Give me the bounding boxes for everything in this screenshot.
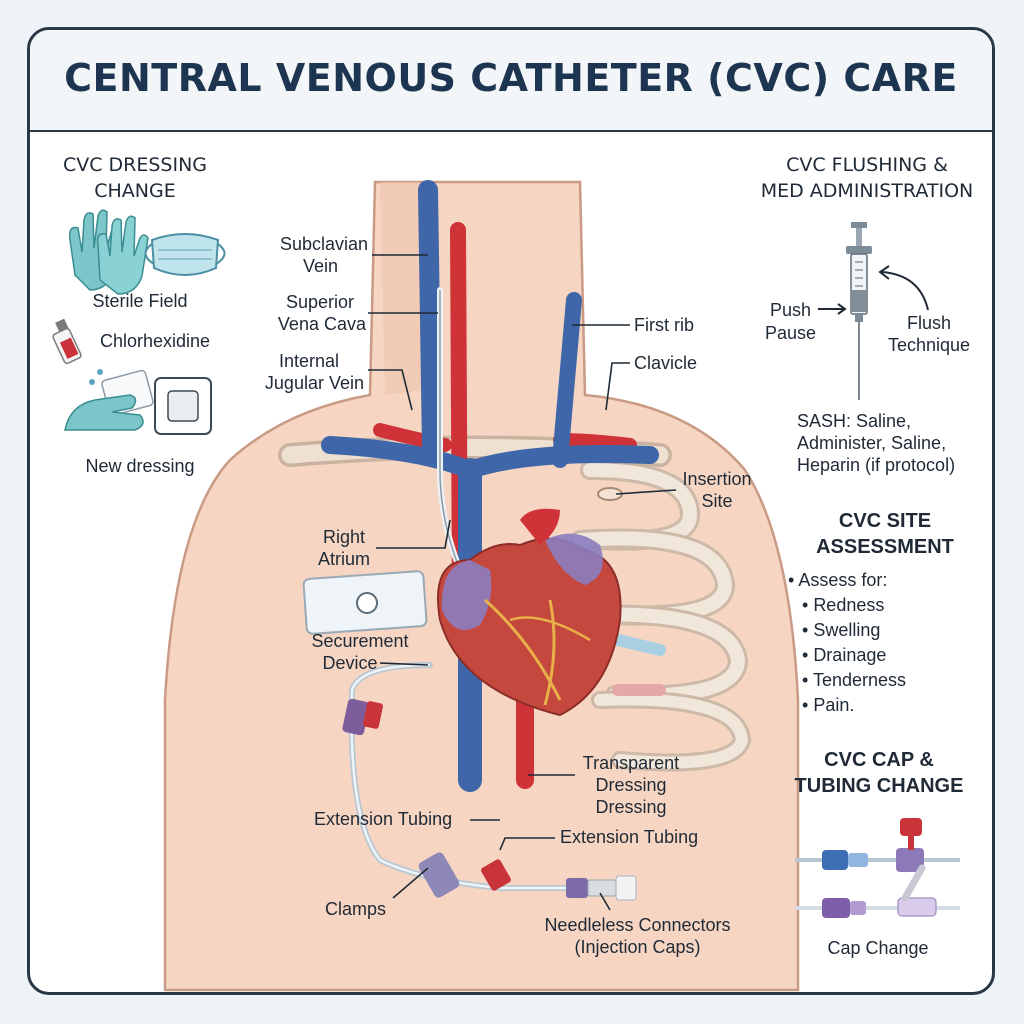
sterile-field-label: Sterile Field xyxy=(92,291,188,311)
assessment-item-redness: Redness xyxy=(788,593,906,618)
internal-jugular-vein-label: Internal Jugular Vein xyxy=(236,350,364,394)
assessment-list: Assess for: Redness Swelling Drainage Te… xyxy=(788,568,906,718)
gloves-icon xyxy=(68,209,149,295)
heart xyxy=(437,508,622,717)
right-atrium-label-line2: Atrium xyxy=(317,549,370,569)
subclavian-vein-label-line2: Vein xyxy=(302,256,338,276)
flushing-heading-line2: MED ADMINISTRATION xyxy=(760,180,974,202)
applying-dressing-icon xyxy=(64,369,154,431)
clamp-left xyxy=(342,698,370,736)
extension-tubing-label-right: Extension Tubing xyxy=(560,827,699,847)
title-band: CENTRAL VENOUS CATHETER (CVC) CARE xyxy=(30,30,992,132)
neck-shadow xyxy=(380,182,425,395)
connector-purple xyxy=(566,878,588,898)
clamp-bottom-red xyxy=(481,859,511,891)
insertion-site-label-line1: Insertion xyxy=(682,469,752,489)
internal-jugular-vein-label-line2: Jugular Vein xyxy=(264,373,364,393)
extension-tubing-label-left: Extension Tubing xyxy=(314,809,453,829)
subclavian-vein-label: Subclavian Vein xyxy=(236,233,368,277)
superior-vena-cava-label: Superior Vena Cava xyxy=(236,291,366,335)
new-dressing-label: New dressing xyxy=(85,456,195,476)
securement-hub xyxy=(356,592,378,614)
needleless-connectors-label-line2: (Injection Caps) xyxy=(574,937,701,957)
right-atrium-label-line1: Right xyxy=(322,527,366,547)
site-assessment-heading: CVC SITE ASSESSMENT xyxy=(790,508,980,560)
mask-icon xyxy=(144,233,226,276)
right-atrium-label: Right Atrium xyxy=(306,526,382,570)
needleless-connectors-label-line1: Needleless Connectors xyxy=(544,915,731,935)
cap-tubing-icons xyxy=(795,818,960,918)
cap-change-label: Cap Change xyxy=(827,938,929,958)
pause-label: Pause xyxy=(765,323,817,343)
superior-vena-cava-label-line2: Vena Cava xyxy=(277,314,366,334)
sash-text: SASH: Saline, Administer, Saline, Hepari… xyxy=(797,410,955,476)
insertion-site-label: Insertion Site xyxy=(672,468,762,512)
clamp-left-red xyxy=(363,701,383,729)
securement-device-label: Securement Device xyxy=(300,630,420,674)
cap-tubing-heading: CVC CAP & TUBING CHANGE xyxy=(784,747,974,799)
leader-lines xyxy=(368,254,677,911)
connector-cap xyxy=(615,875,637,901)
connector-ribbed xyxy=(587,879,617,897)
clavicle-label: Clavicle xyxy=(634,353,698,373)
securement-device-label-line2: Device xyxy=(322,653,378,673)
assessment-item-drainage: Drainage xyxy=(788,643,906,668)
chlorhexidine-vial-icon xyxy=(52,318,82,365)
flush-technique-label-line1: Flush xyxy=(906,313,951,333)
sash-text-line2: Administer, Saline, xyxy=(797,433,947,453)
chlorhexidine-label: Chlorhexidine xyxy=(100,331,211,351)
superior-vena-cava-label-line1: Superior xyxy=(285,292,354,312)
cap-tubing-heading-line2: TUBING CHANGE xyxy=(794,775,964,797)
site-assessment-heading-line2: ASSESSMENT xyxy=(816,536,954,558)
insertion-site-label-line2: Site xyxy=(701,491,733,511)
transparent-dressing-label-line2: Dressing xyxy=(595,775,667,795)
transparent-dressing-label: Transparent Dressing Dressing xyxy=(566,752,696,818)
site-assessment-heading-line1: CVC SITE xyxy=(838,510,932,532)
clamps-label: Clamps xyxy=(325,899,387,919)
clamp-bottom xyxy=(418,852,460,898)
assessment-item-tenderness: Tenderness xyxy=(788,668,906,693)
flushing-heading: CVC FLUSHING & MED ADMINISTRATION xyxy=(752,152,982,204)
needleless-connectors-label: Needleless Connectors (Injection Caps) xyxy=(530,914,745,958)
securement-device-label-line1: Securement xyxy=(311,631,409,651)
syringe-icon xyxy=(846,222,872,400)
flushing-heading-line1: CVC FLUSHING & xyxy=(786,154,948,176)
assessment-intro: Assess for: xyxy=(788,568,906,593)
first-rib-label: First rib xyxy=(634,315,694,335)
internal-jugular-vein-label-line1: Internal xyxy=(278,351,339,371)
dressing-square-icon xyxy=(154,377,212,435)
transparent-dressing-label-line1: Transparent xyxy=(582,753,680,773)
transparent-dressing-label-line3: Dressing xyxy=(595,797,667,817)
subclavian-vein-label-line1: Subclavian xyxy=(279,234,368,254)
dressing-change-heading-line1: CVC DRESSING xyxy=(62,154,208,176)
sash-text-line1: SASH: Saline, xyxy=(797,411,912,431)
dressing-change-heading-line2: CHANGE xyxy=(94,180,176,202)
page-title: CENTRAL VENOUS CATHETER (CVC) CARE xyxy=(64,56,958,100)
flush-arrows xyxy=(818,265,929,315)
assessment-item-pain: Pain. xyxy=(788,693,906,718)
sash-text-line3: Heparin (if protocol) xyxy=(797,455,956,475)
cap-tubing-heading-line1: CVC CAP & xyxy=(824,749,934,771)
rib-cage xyxy=(570,460,752,772)
flush-technique-label: Flush Technique xyxy=(880,312,978,356)
dressing-change-heading: CVC DRESSING CHANGE xyxy=(60,152,210,204)
assessment-item-swelling: Swelling xyxy=(788,618,906,643)
push-label: Push xyxy=(770,300,812,320)
flush-technique-label-line2: Technique xyxy=(887,335,971,355)
